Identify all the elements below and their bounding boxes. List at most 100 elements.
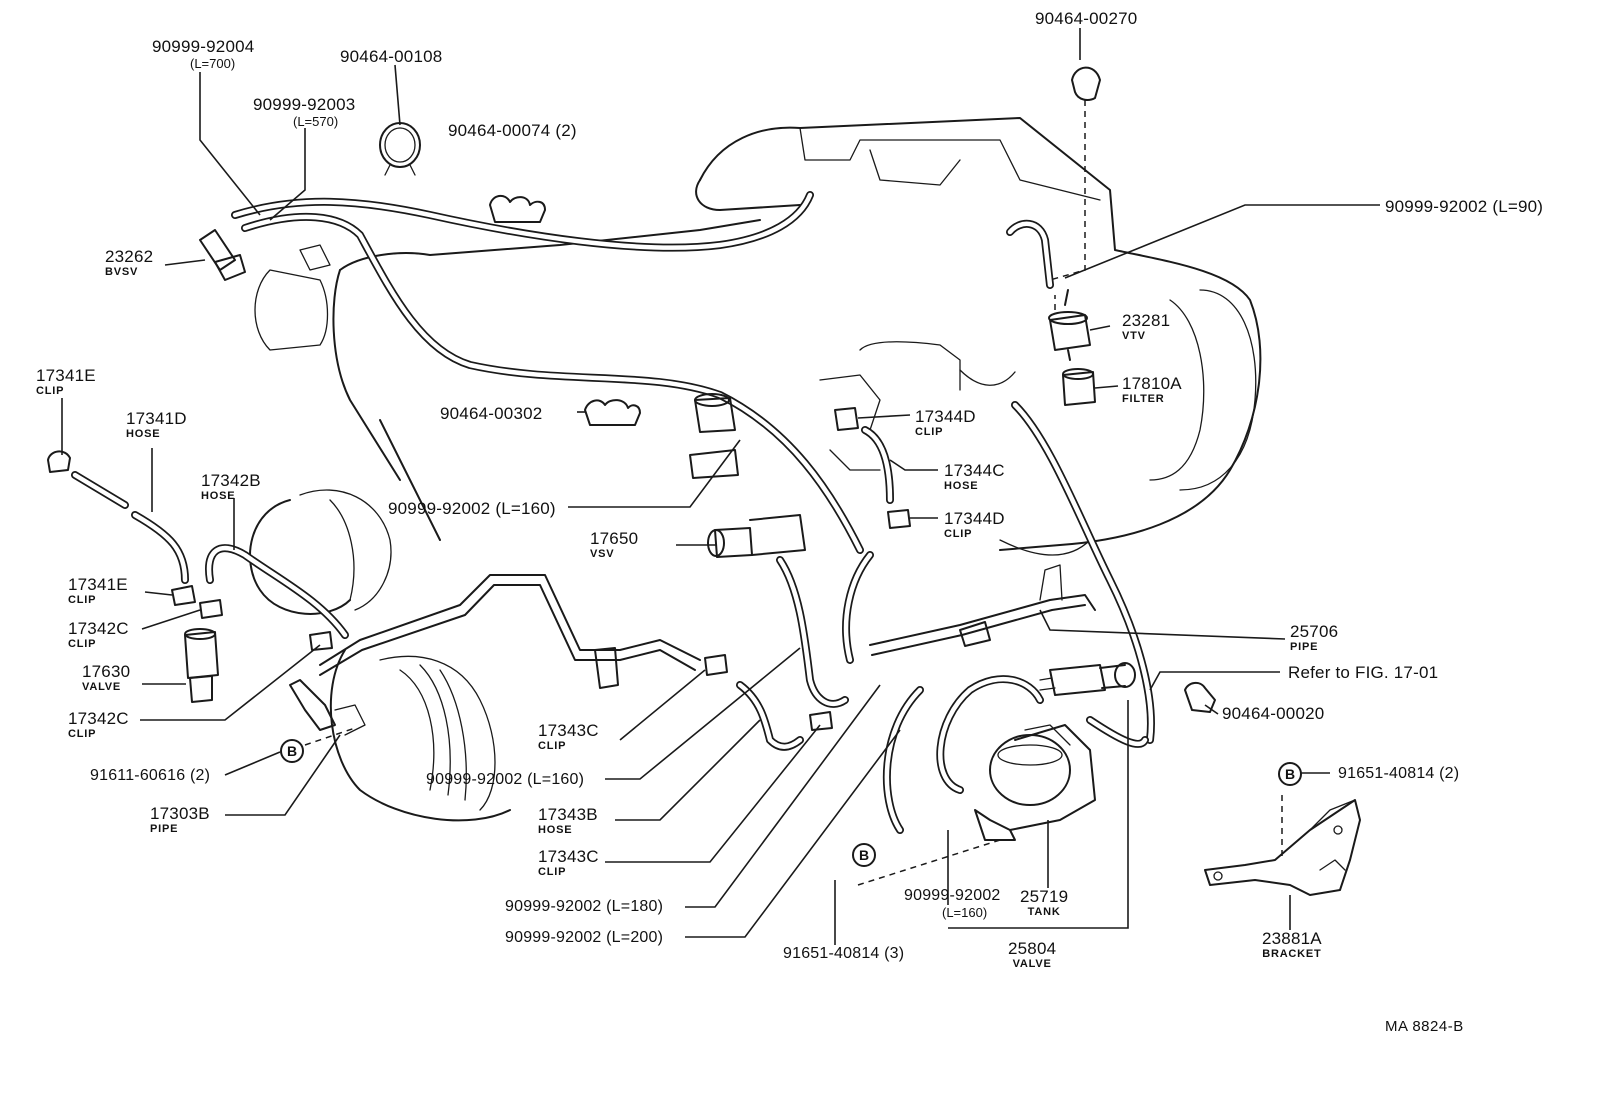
part-number: 17810A: [1122, 374, 1182, 393]
label-23262-bvsv: 23262 BVSV: [105, 248, 153, 278]
part-number: 25706: [1290, 622, 1339, 641]
part-number: 17303B: [150, 804, 210, 823]
part-name: BRACKET: [1262, 948, 1322, 960]
part-number: 91611-60616 (2): [90, 767, 211, 784]
part-name: HOSE: [944, 480, 979, 492]
part-number: 90464-00302: [440, 404, 543, 423]
label-17343c-clip-top: 17343C CLIP: [538, 722, 599, 752]
part-number: 90999-92002 (L=90): [1385, 197, 1544, 216]
label-17810a-filter: 17810A FILTER: [1122, 375, 1182, 405]
label-17341d-hose: 17341D HOSE: [126, 410, 187, 440]
part-name: PIPE: [1290, 641, 1319, 653]
label-17341e-clip-top: 17341E CLIP: [36, 367, 96, 397]
label-25804-valve: 25804 VALVE: [1008, 940, 1056, 970]
part-name: FILTER: [1122, 393, 1165, 405]
label-17344c-hose: 17344C HOSE: [944, 462, 1005, 492]
part-number: 17342C: [68, 619, 129, 638]
part-name: VTV: [1122, 330, 1146, 342]
label-90999-92003: 90999-92003 (L=570): [253, 96, 355, 128]
engine-outline: [254, 117, 1262, 556]
label-90999-92004: 90999-92004 (L=700): [152, 38, 254, 70]
part-number: 90999-92002: [904, 887, 1001, 904]
label-17341e-clip-bottom: 17341E CLIP: [68, 576, 128, 606]
vacuum-hoses: [71, 191, 1155, 834]
label-17630-valve: 17630 VALVE: [82, 663, 130, 693]
part-number: 17342B: [201, 471, 261, 490]
part-number: 91651-40814 (2): [1338, 765, 1460, 782]
label-17344d-clip-bottom: 17344D CLIP: [944, 510, 1005, 540]
label-17343b-hose: 17343B HOSE: [538, 806, 598, 836]
bolt-marker-b: B: [852, 843, 876, 867]
part-number: 90999-92002 (L=180): [505, 898, 664, 915]
label-17650-vsv: 17650 VSV: [590, 530, 638, 560]
part-name: VALVE: [1012, 958, 1052, 970]
label-90464-00074: 90464-00074 (2): [448, 122, 577, 139]
part-number: 25719: [1020, 887, 1069, 906]
part-number: 90999-92002 (L=160): [426, 771, 585, 788]
label-90999-92002-l160-b: 90999-92002 (L=160): [426, 772, 584, 788]
part-number: 23281: [1122, 311, 1171, 330]
part-name: CLIP: [538, 866, 567, 878]
part-length: (L=570): [293, 114, 339, 129]
part-number: 23262: [105, 247, 154, 266]
label-25706-pipe: 25706 PIPE: [1290, 623, 1338, 653]
part-name: CLIP: [68, 638, 97, 650]
part-number: 17341E: [68, 575, 128, 594]
part-number: 17343C: [538, 721, 599, 740]
part-number: 90999-92003: [253, 95, 356, 114]
part-number: 17341D: [126, 409, 187, 428]
label-90999-92002-l90: 90999-92002 (L=90): [1385, 198, 1543, 215]
part-name: VALVE: [82, 681, 122, 693]
part-name: HOSE: [201, 490, 236, 502]
part-length: (L=700): [190, 56, 236, 71]
part-number: 17344D: [915, 407, 976, 426]
label-17342c-clip-bottom: 17342C CLIP: [68, 710, 129, 740]
part-name: CLIP: [944, 528, 973, 540]
refer-to-figure: Refer to FIG. 17-01: [1288, 664, 1438, 681]
bolt-marker-b: B: [1278, 762, 1302, 786]
label-90464-00108: 90464-00108: [340, 48, 442, 65]
components: [47, 66, 1361, 896]
diagram-code: MA 8824-B: [1385, 1018, 1464, 1035]
part-name: HOSE: [538, 824, 573, 836]
part-number: 17341E: [36, 366, 96, 385]
part-number: 23881A: [1262, 929, 1322, 948]
label-90999-92002-l160-a: 90999-92002 (L=160): [388, 500, 556, 517]
part-number: 17630: [82, 662, 131, 681]
label-23881a-bracket: 23881A BRACKET: [1262, 930, 1322, 960]
part-number: 90464-00270: [1035, 9, 1138, 28]
part-number: 17342C: [68, 709, 129, 728]
part-number: 90464-00074 (2): [448, 121, 577, 140]
metal-pipes: [289, 564, 1096, 736]
part-name: BVSV: [105, 266, 139, 278]
part-name: VSV: [590, 548, 615, 560]
part-name: CLIP: [68, 594, 97, 606]
leader-lines: [61, 28, 1380, 945]
label-23281-vtv: 23281 VTV: [1122, 312, 1170, 342]
reference-text: Refer to FIG. 17-01: [1288, 663, 1439, 682]
part-number: 91651-40814 (3): [783, 945, 905, 962]
part-name: CLIP: [68, 728, 97, 740]
part-number: 90999-92002 (L=200): [505, 929, 664, 946]
part-number: 90999-92002 (L=160): [388, 499, 556, 518]
part-number: 25804: [1008, 939, 1057, 958]
part-name: TANK: [1027, 906, 1061, 918]
label-17342c-clip-top: 17342C CLIP: [68, 620, 129, 650]
part-number: 90464-00108: [340, 47, 443, 66]
label-25719-tank: 25719 TANK: [1020, 888, 1068, 918]
label-90464-00020: 90464-00020: [1222, 705, 1324, 722]
part-number: 90999-92004: [152, 37, 255, 56]
label-17343c-clip-bottom: 17343C CLIP: [538, 848, 599, 878]
part-name: PIPE: [150, 823, 179, 835]
label-90999-92002-l180: 90999-92002 (L=180): [505, 899, 663, 915]
label-90999-92002-l200: 90999-92002 (L=200): [505, 930, 663, 946]
part-number: 17343B: [538, 805, 598, 824]
part-number: 17344C: [944, 461, 1005, 480]
label-90464-00270: 90464-00270: [1035, 10, 1137, 27]
part-number: 17650: [590, 529, 639, 548]
label-17303b-pipe: 17303B PIPE: [150, 805, 210, 835]
part-name: HOSE: [126, 428, 161, 440]
label-91651-40814-3: 91651-40814 (3): [783, 946, 904, 962]
